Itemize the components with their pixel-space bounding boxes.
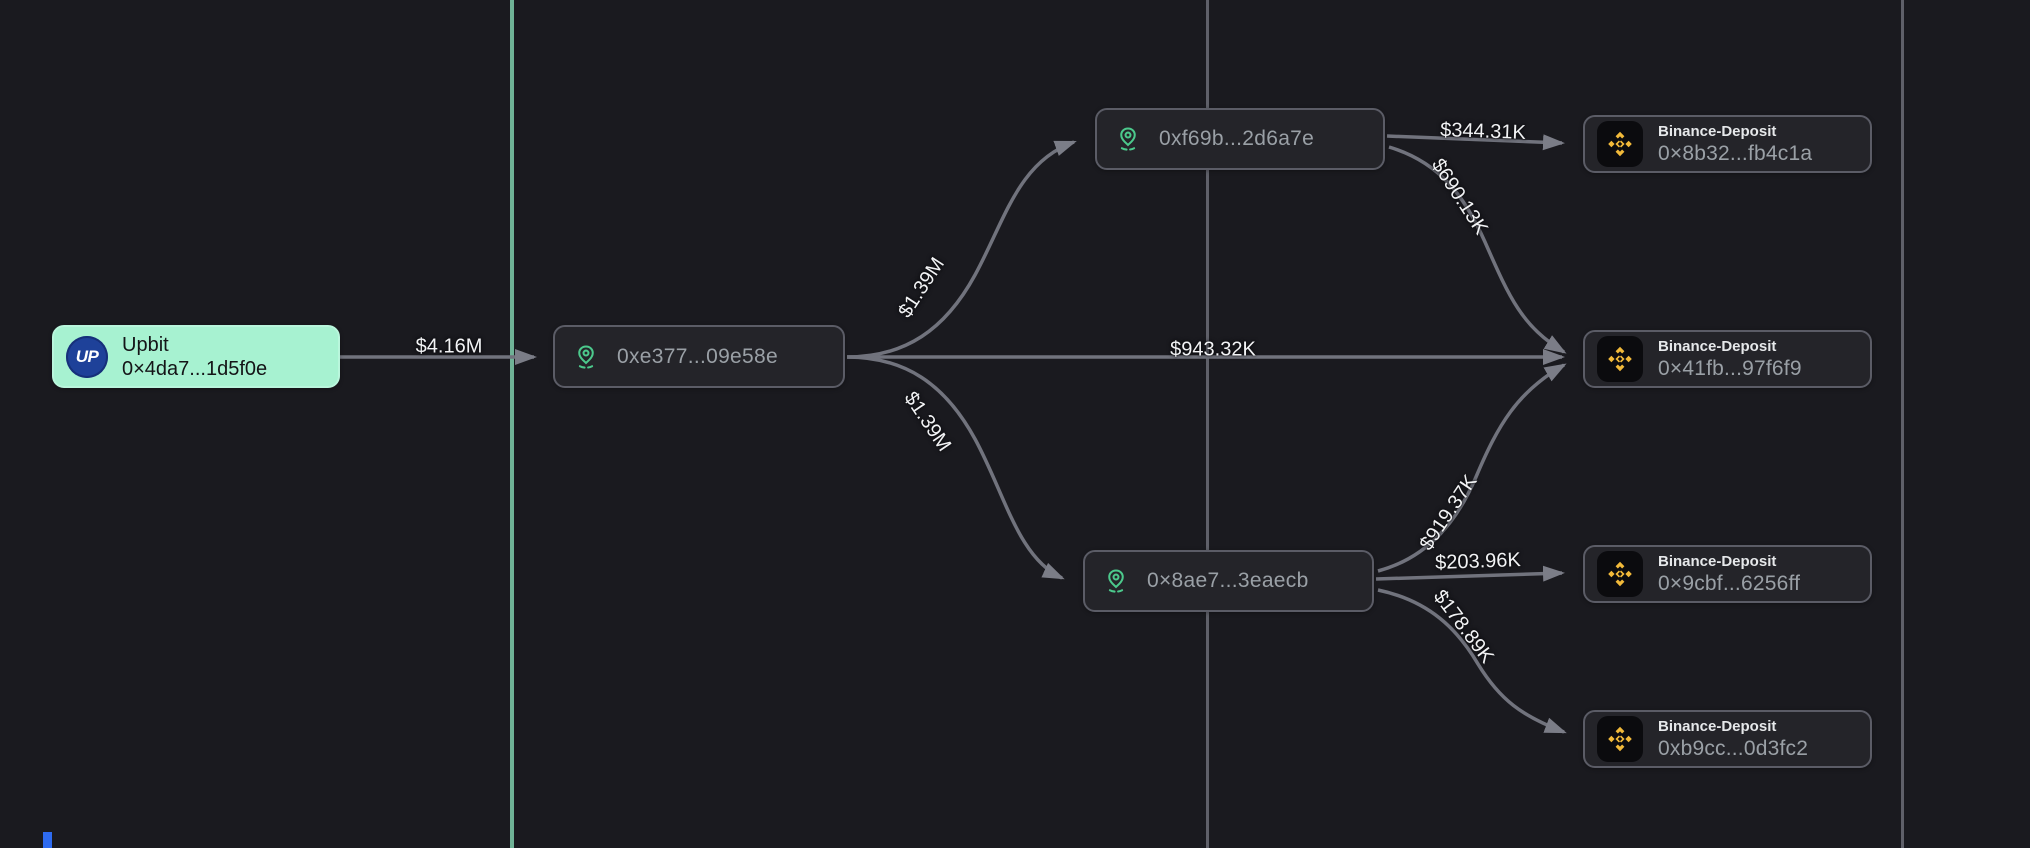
minimap-indicator xyxy=(43,832,52,848)
upbit-logo-text: UP xyxy=(75,346,99,366)
wallet-address: 0xe377...09e58e xyxy=(617,344,778,368)
edge-amount-label: $203.96K xyxy=(1434,549,1522,574)
deposit-label: Binance-Deposit xyxy=(1658,338,1777,355)
column-line-green xyxy=(510,0,514,848)
wallet-address: 0xf69b...2d6a7e xyxy=(1159,127,1315,150)
node-binance-deposit-3[interactable]: Binance-Deposit 0×9cbf...6256ff xyxy=(1583,545,1872,603)
deposit-label: Binance-Deposit xyxy=(1658,718,1777,735)
node-binance-deposit-1[interactable]: Binance-Deposit 0×8b32...fb4c1a xyxy=(1583,115,1872,173)
wallet-address: 0xb9cc...0d3fc2 xyxy=(1658,737,1809,760)
upbit-logo-icon: UP xyxy=(66,335,108,378)
node-hop-bottom[interactable]: 0×8ae7...3eaecb xyxy=(1083,550,1374,612)
edge-bottom-to-deposit4 xyxy=(1377,588,1567,734)
node-hop-top[interactable]: 0xf69b...2d6a7e xyxy=(1095,108,1385,170)
edge-amount-label: $943.32K xyxy=(1170,338,1256,361)
location-pin-icon xyxy=(1108,569,1124,593)
wallet-address: 0×4da7...1d5f0e xyxy=(122,357,268,380)
deposit-label: Binance-Deposit xyxy=(1658,553,1777,570)
wallet-address: 0×8ae7...3eaecb xyxy=(1147,569,1309,592)
node-upbit-source[interactable]: UP Upbit 0×4da7...1d5f0e xyxy=(52,325,340,388)
node-binance-deposit-2[interactable]: Binance-Deposit 0×41fb...97f6f9 xyxy=(1583,330,1872,388)
binance-logo-icon xyxy=(1597,551,1643,597)
location-pin-icon xyxy=(1120,127,1136,151)
binance-logo-icon xyxy=(1597,716,1643,762)
location-pin-icon xyxy=(578,344,594,369)
edge-top-to-deposit1 xyxy=(1386,134,1565,151)
edge-hop1-to-bottom xyxy=(846,355,1065,580)
edge-bottom-to-deposit2 xyxy=(1377,363,1567,573)
exchange-name: Upbit xyxy=(122,333,169,356)
wallet-address: 0×8b32...fb4c1a xyxy=(1658,142,1813,165)
edge-hop1-to-top xyxy=(846,140,1077,359)
binance-logo-icon xyxy=(1597,121,1643,167)
edge-amount-label: $4.16M xyxy=(415,335,483,358)
node-hop1[interactable]: 0xe377...09e58e xyxy=(553,325,845,388)
deposit-label: Binance-Deposit xyxy=(1658,123,1777,140)
column-line-gray-2 xyxy=(1901,0,1904,848)
column-line-gray-1 xyxy=(1206,0,1209,848)
wallet-address: 0×41fb...97f6f9 xyxy=(1658,357,1802,380)
edge-top-to-deposit2 xyxy=(1388,145,1567,354)
binance-logo-icon xyxy=(1597,336,1643,382)
wallet-address: 0×9cbf...6256ff xyxy=(1658,572,1801,595)
node-binance-deposit-4[interactable]: Binance-Deposit 0xb9cc...0d3fc2 xyxy=(1583,710,1872,768)
edge-amount-label: $344.31K xyxy=(1439,119,1527,144)
edge-bottom-to-deposit3 xyxy=(1375,565,1565,582)
